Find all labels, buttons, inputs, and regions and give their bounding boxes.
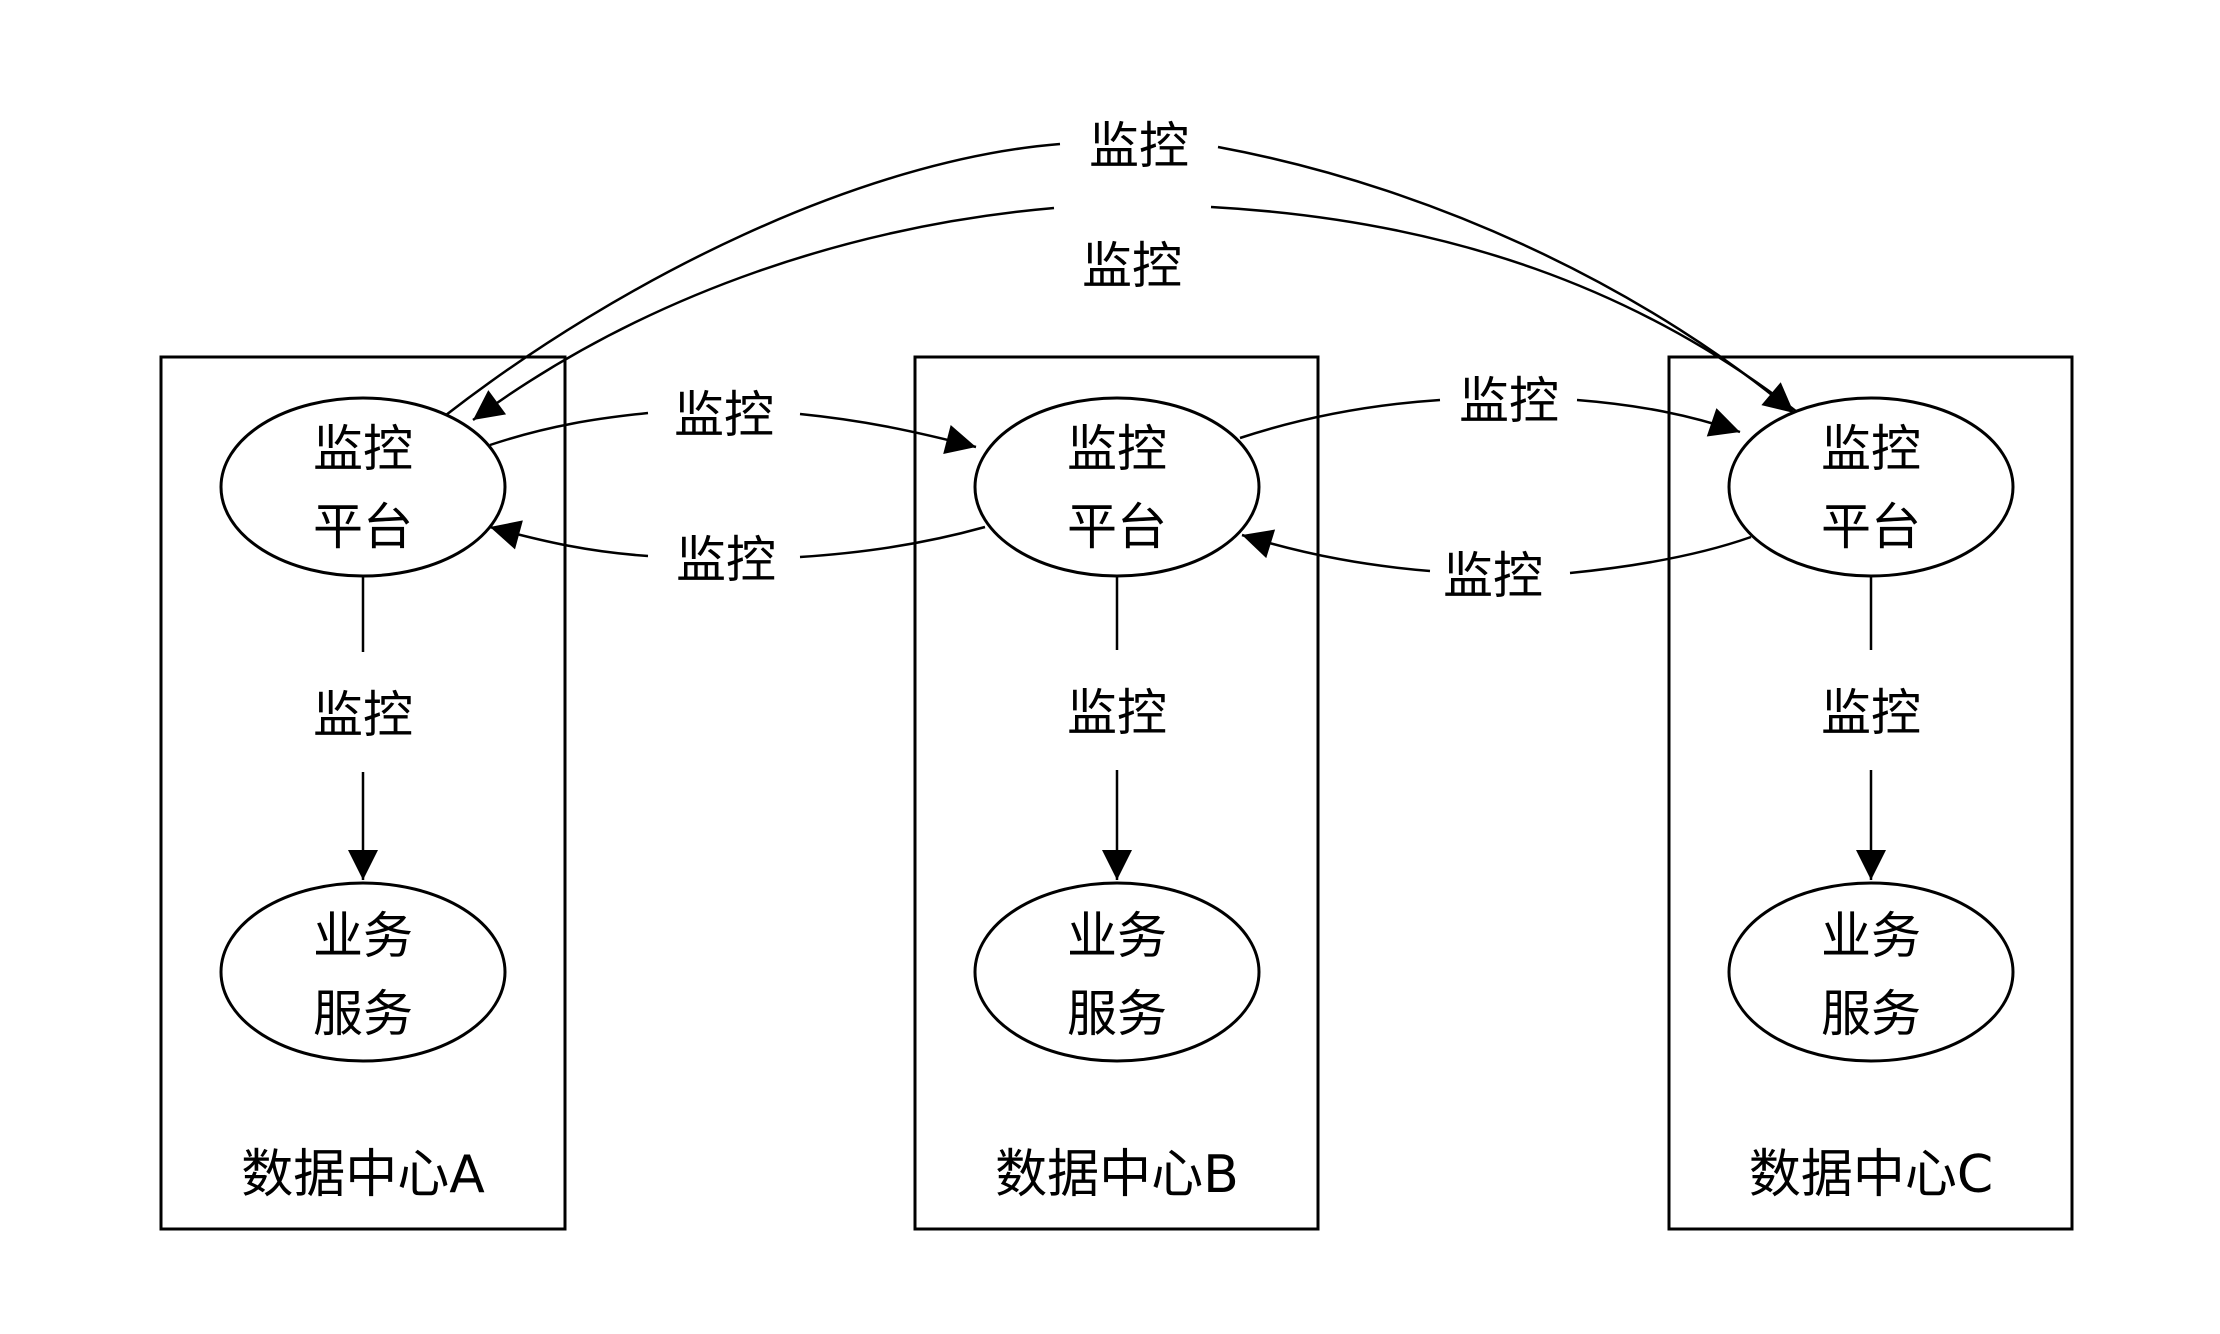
edge-c-to-b-line-right [1569, 535, 1752, 575]
business-service-node-c[interactable] [1727, 881, 2015, 1063]
business-service-label-b-line2: 服务 [1067, 985, 1167, 1043]
edge-a-to-b-label: 监控 [674, 386, 774, 444]
datacenter-a: 监控 平台 监控 业务 服务 数据中心A [159, 355, 567, 1231]
edge-b-to-c: 监控 [1239, 372, 1741, 440]
edge-b-to-a: 监控 [489, 520, 986, 589]
edge-a-to-b-line-left [489, 411, 649, 447]
business-service-node-a[interactable] [219, 881, 507, 1063]
edge-a-to-b-line-right [799, 412, 977, 455]
datacenter-c: 监控 平台 监控 业务 服务 数据中心C [1667, 355, 2074, 1231]
edge-c-to-a-label: 监控 [1082, 237, 1182, 295]
monitor-platform-label-a-line2: 平台 [313, 498, 413, 556]
datacenter-a-label: 数据中心A [241, 1145, 485, 1205]
edge-a-to-c-line-left [445, 142, 1061, 416]
internal-edge-label-b: 监控 [1067, 684, 1167, 742]
datacenter-c-label: 数据中心C [1749, 1145, 1993, 1205]
business-service-label-a-line2: 服务 [313, 985, 413, 1043]
monitor-platform-label-a-line1: 监控 [313, 420, 413, 478]
business-service-node-b[interactable] [973, 881, 1261, 1063]
internal-edge-label-c: 监控 [1821, 684, 1921, 742]
business-service-label-c-line1: 业务 [1821, 907, 1921, 965]
edge-b-to-c-line-left [1239, 398, 1441, 440]
edge-c-to-a: 监控 [472, 205, 1798, 422]
edge-c-to-a-line-left [472, 206, 1055, 422]
business-service-label-c-line2: 服务 [1821, 985, 1921, 1043]
datacenter-c-box [1667, 355, 2074, 1231]
datacenter-a-box [159, 355, 567, 1231]
monitor-platform-label-c-line2: 平台 [1821, 498, 1921, 556]
edge-c-to-a-line-right [1210, 205, 1798, 413]
business-service-label-b-line1: 业务 [1067, 907, 1167, 965]
datacenter-b-label: 数据中心B [995, 1145, 1239, 1205]
datacenter-b-box [913, 355, 1320, 1231]
edge-c-to-b: 监控 [1241, 529, 1752, 605]
business-service-label-a-line1: 业务 [313, 907, 413, 965]
edge-a-to-c-label: 监控 [1089, 117, 1189, 175]
edge-c-to-b-label: 监控 [1443, 547, 1543, 605]
datacenter-b: 监控 平台 监控 业务 服务 数据中心B [913, 355, 1320, 1231]
monitor-platform-label-c-line1: 监控 [1821, 420, 1921, 478]
internal-edge-label-a: 监控 [313, 686, 413, 744]
edge-a-to-b: 监控 [489, 386, 977, 455]
edge-b-to-a-line-right [799, 525, 986, 559]
edge-b-to-c-label: 监控 [1459, 372, 1559, 430]
edge-b-to-a-label: 监控 [676, 531, 776, 589]
monitor-platform-label-b-line2: 平台 [1067, 498, 1167, 556]
edge-b-to-a-line-left [489, 520, 649, 558]
monitor-platform-label-b-line1: 监控 [1067, 420, 1167, 478]
edge-c-to-b-line-left [1241, 529, 1431, 573]
edge-a-to-c: 监控 [445, 117, 1795, 416]
edge-b-to-c-line-right [1576, 398, 1741, 437]
